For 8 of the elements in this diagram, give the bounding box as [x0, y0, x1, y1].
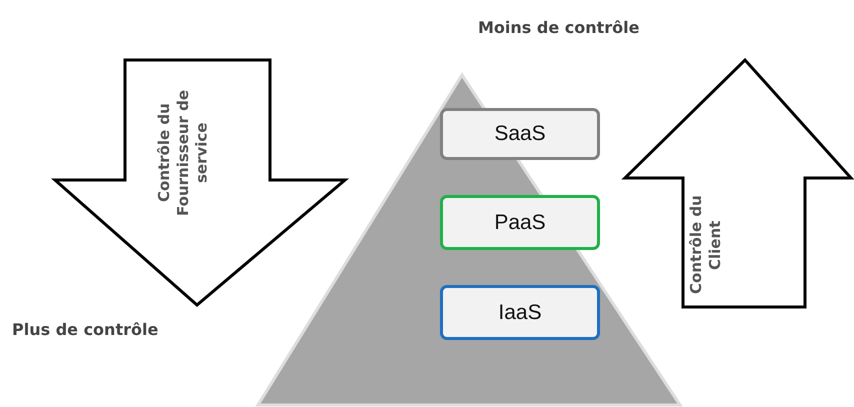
service-label: IaaS: [498, 300, 542, 324]
service-label: PaaS: [494, 210, 546, 234]
control-level-label: Plus de contrôle: [12, 320, 158, 339]
service-box: [440, 108, 600, 160]
service-box: [440, 285, 600, 340]
service-label: SaaS: [494, 122, 546, 146]
control-level-label: Moins de contrôle: [478, 18, 640, 37]
service-box: [440, 195, 600, 250]
